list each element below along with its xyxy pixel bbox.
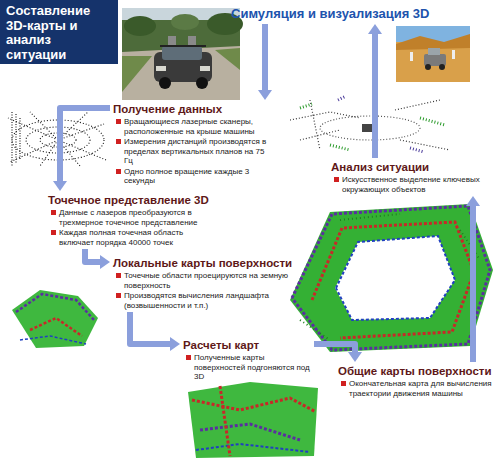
arrow-shaft [314, 344, 355, 352]
terrain-map-part-part [312, 222, 474, 338]
bullet-text: Окончательная карта для вычисления траек… [338, 379, 494, 398]
flow-arrow [53, 108, 110, 191]
stage-text-box: Локальные карты поверхностиТочечные обла… [110, 254, 297, 312]
stage-text-box: Получение данныхВращающиеся лазерные ска… [110, 100, 277, 188]
stage-heading: Общие карты поверхности [338, 364, 494, 378]
simulation-image-part [396, 26, 470, 82]
calculated-map-part [188, 382, 318, 458]
stage-text-box: Анализ ситуацииИскусственное выделение к… [328, 158, 487, 196]
car-photo-part [156, 66, 166, 71]
simulation-image-part [452, 50, 455, 59]
bullet-text: Одно полное вращение каждые 3 секунды [113, 167, 274, 186]
car-photo-part [168, 36, 176, 46]
terrain-map-part-part [336, 236, 455, 320]
arrow-head [348, 352, 362, 362]
stage-text-box: Точечное представление 3DДанные с лазеро… [45, 191, 214, 249]
terrain-map-part [335, 236, 455, 320]
stage-text-box: Расчеты картПолученные карты поверхносте… [180, 336, 314, 384]
simulation-image-part [439, 64, 445, 70]
simulation-image-part [425, 64, 431, 70]
arrow-shaft [130, 312, 170, 344]
car-photo-part [188, 36, 196, 46]
arrow-shaft [60, 108, 110, 181]
car-photo-part [200, 66, 210, 71]
bullet-text: Искусственное выделение ключевых окружаю… [331, 175, 484, 194]
calculated-map-part-part [200, 424, 300, 440]
local-map-part [12, 290, 98, 348]
car-photo-part [196, 77, 208, 89]
simulation-image-part [428, 48, 440, 55]
arrow-head [258, 90, 272, 100]
terrain-map-part-part [300, 214, 480, 340]
bullet-text: Производятся вычисления ландшафта (возвы… [113, 291, 294, 310]
situation-points-part [320, 116, 420, 140]
calculated-map-part-part [192, 398, 316, 412]
stage-heading: Симуляция и визуализация 3D [231, 6, 467, 22]
terrain-map-part [290, 204, 493, 352]
terrain-map-part [300, 214, 480, 340]
flow-arrow [130, 312, 180, 351]
calculated-map-part [192, 386, 316, 456]
car-photo-part [124, 16, 156, 36]
arrow-head [170, 337, 180, 351]
arrow-shaft [262, 24, 268, 90]
terrain-map-part-part [292, 206, 490, 350]
flow-arrow [85, 249, 110, 269]
title-box: Составление 3D-карты и анализ ситуации [0, 0, 118, 64]
flow-arrow [314, 344, 362, 362]
local-map [12, 290, 98, 348]
simulation-image-part [396, 34, 470, 50]
arrow-shaft [470, 206, 476, 362]
situation-points-part [290, 100, 450, 150]
arrow-shaft [85, 249, 100, 262]
stage-heading: Точечное представление 3D [48, 193, 211, 207]
car-photo-part [160, 45, 206, 47]
terrain-map-part [292, 206, 490, 350]
stage-heading: Расчеты карт [183, 338, 311, 352]
stage-heading: Получение данных [113, 102, 274, 116]
local-map-part-part [20, 336, 86, 344]
car-photo-part [162, 46, 202, 60]
car-photo-part [215, 48, 240, 70]
arrow-shaft [372, 34, 378, 158]
diagram-title: Составление 3D-карты и анализ ситуации [6, 4, 112, 62]
point-cloud-part [12, 112, 20, 166]
stage-heading: Анализ ситуации [331, 160, 484, 174]
car-photo-part [122, 46, 240, 100]
calculated-map-part-part [196, 444, 310, 452]
car-photo [122, 8, 243, 100]
bullet-text: Данные с лазеров преобразуются в трехмер… [48, 208, 211, 227]
stage-heading-box: Симуляция и визуализация 3D [228, 4, 470, 24]
bullet-text: Измерения дистанций производятся в преде… [113, 137, 274, 166]
local-map-part-part [16, 294, 94, 320]
bullet-text: Каждая полная точечная область включает … [48, 228, 211, 247]
terrain-map [290, 204, 493, 352]
calculated-map-part-part [220, 386, 230, 456]
situation-points-part [338, 96, 424, 152]
arrow-head [466, 196, 480, 206]
arrow-head [100, 255, 110, 269]
simulation-image [396, 26, 470, 82]
car-photo-part [159, 77, 171, 89]
calculated-map [188, 382, 318, 458]
local-map-part-part [30, 318, 82, 336]
bullet-text: Точечные области проецируются на земную … [113, 271, 294, 290]
situation-points [290, 96, 450, 152]
simulation-image-part [410, 52, 413, 61]
flow-arrow [466, 196, 480, 362]
flow-arrow [258, 24, 272, 100]
stage-text-box: Общие карты поверхностиОкончательная кар… [335, 362, 497, 400]
car-photo-part [122, 56, 152, 92]
car-photo-part [171, 14, 199, 30]
stage-heading: Локальные карты поверхности [113, 256, 294, 270]
flow-arrow [368, 24, 382, 158]
local-map-part [16, 294, 94, 344]
arrow-head [368, 24, 382, 34]
bullet-text: Полученные карты поверхностей подгоняютс… [183, 353, 311, 382]
arrow-head [53, 181, 67, 191]
bullet-text: Вращающиеся лазерные сканеры, расположен… [113, 117, 274, 136]
